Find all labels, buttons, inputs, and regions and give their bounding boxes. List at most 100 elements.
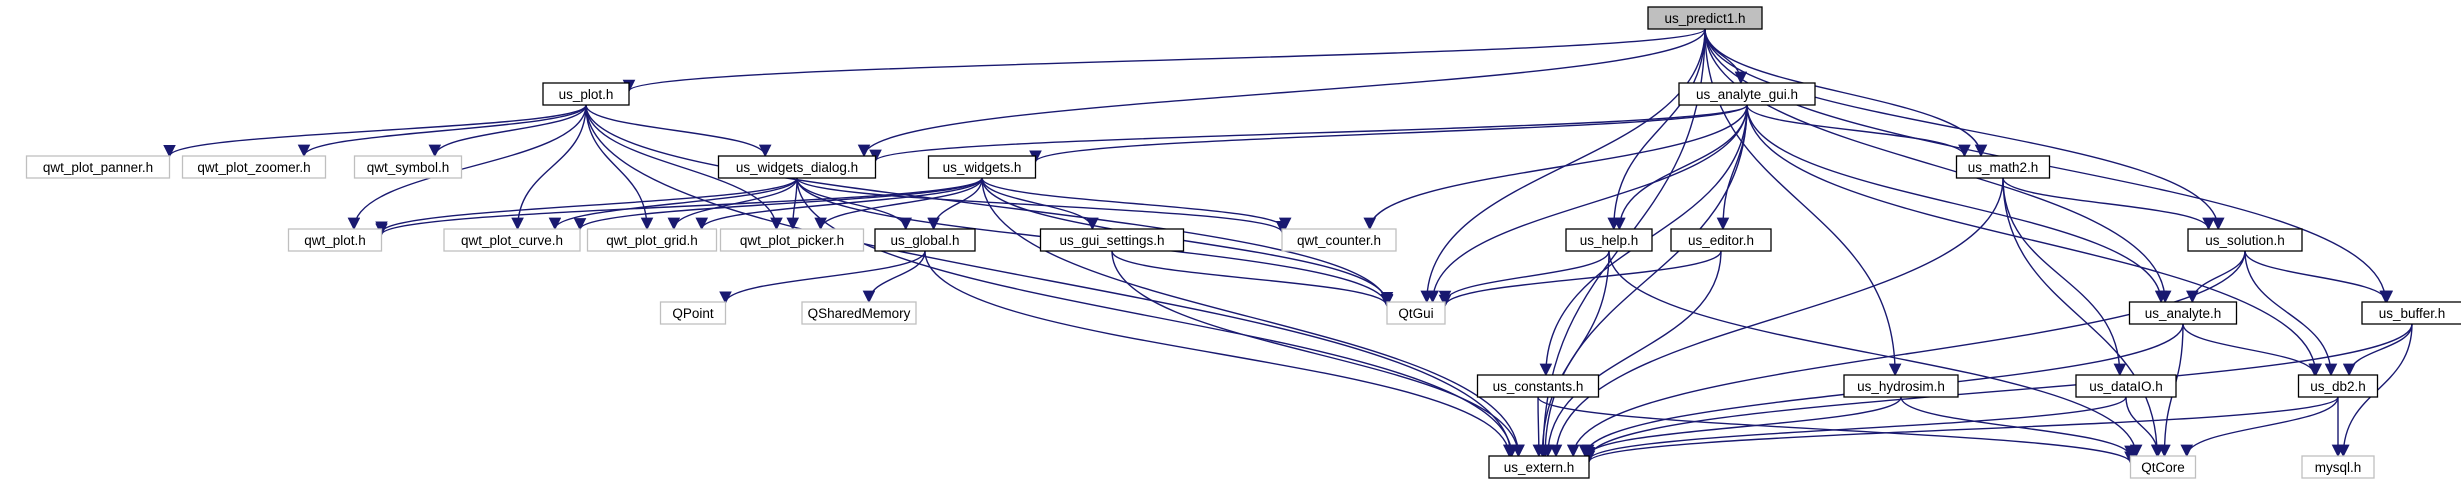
edge-us_buffer-to-us_db2 [2342, 323, 2413, 377]
node-box [2129, 455, 2197, 479]
node-label: us_widgets.h [943, 160, 1022, 175]
edge-us_widgets-to-qwt_plot_picker [814, 177, 983, 231]
node-label: qwt_plot_panner.h [43, 160, 153, 175]
node-label: us_widgets_dialog.h [736, 160, 858, 175]
edge-us_plot-to-QtGui [585, 104, 1394, 307]
edge-us_analyte_gui-to-us_extern [1538, 104, 1748, 458]
node-label: QtCore [2141, 460, 2185, 475]
node-QSharedMemory: QSharedMemory [801, 301, 917, 325]
node-box [542, 82, 630, 106]
edge-us_constants-to-us_extern [1532, 396, 1546, 458]
node-label: mysql.h [2315, 460, 2362, 475]
edge-us_predict1-to-us_widgets_dialog [857, 28, 1706, 158]
edge-us_widgets-to-qwt_plot [375, 177, 983, 237]
node-box [1386, 301, 1446, 325]
node-us-gui-settings[interactable]: us_gui_settings.h [1039, 228, 1185, 252]
node-us-db2[interactable]: us_db2.h [2297, 374, 2379, 398]
node-label: us_dataIO.h [2089, 379, 2163, 394]
node-label: us_predict1.h [1664, 11, 1745, 26]
edge-us_widgets-to-us_extern [981, 177, 1525, 458]
edge-us_widgets-to-us_global [927, 177, 983, 231]
edge-us_widgets-to-QtGui [981, 177, 1394, 305]
node-box [181, 155, 327, 179]
node-box [2301, 455, 2375, 479]
edge-us_editor-to-us_extern [1541, 250, 1722, 458]
edge-us_solution-to-us_buffer [2244, 250, 2394, 304]
node-us-constants[interactable]: us_constants.h [1476, 374, 1600, 398]
node-box [586, 228, 718, 252]
node-us-solution[interactable]: us_solution.h [2187, 228, 2303, 252]
edge-us_widgets-to-qwt_plot_grid [695, 177, 983, 231]
node-qwt-plot: qwt_plot.h [287, 228, 383, 252]
edge-us_analyte_gui-to-qwt_counter [1363, 104, 1748, 231]
edge-us_help-to-QtCore [1608, 250, 2143, 458]
edge-us_plot-to-qwt_plot [347, 104, 587, 231]
edge-us_analyte_gui-to-us_widgets_dialog [869, 104, 1748, 163]
node-layer: us_predict1.h us_plot.h us_analyte_gui.hus… [25, 6, 2461, 479]
node-qwt-plot-panner: qwt_plot_panner.h [25, 155, 171, 179]
edge-us_plot-to-us_widgets_dialog [585, 104, 772, 158]
edge-us_predict1-to-us_plot [623, 28, 1706, 93]
node-QtCore: QtCore [2129, 455, 2197, 479]
node-label: QSharedMemory [808, 306, 911, 321]
edge-us_db2-to-QtCore [2180, 396, 2339, 458]
node-label: us_help.h [1580, 233, 1639, 248]
edge-us_solution-to-us_analyte [2186, 250, 2246, 304]
node-label: us_db2.h [2310, 379, 2366, 394]
node-box [1678, 82, 1816, 106]
node-box [353, 155, 463, 179]
node-qwt-plot-zoomer: qwt_plot_zoomer.h [181, 155, 327, 179]
node-box [287, 228, 383, 252]
node-us-math2[interactable]: us_math2.h [1955, 155, 2051, 179]
edge-us_widgets_dialog-to-qwt_counter [796, 177, 1289, 234]
node-label: us_analyte.h [2145, 306, 2222, 321]
edge-us_widgets_dialog-to-qwt_plot_curve [548, 177, 798, 231]
node-us-hydrosim[interactable]: us_hydrosim.h [1843, 374, 1959, 398]
edge-us_hydrosim-to-us_extern [1581, 396, 1902, 458]
node-us-buffer[interactable]: us_buffer.h [2361, 301, 2461, 325]
node-us-analyte[interactable]: us_analyte.h [2128, 301, 2238, 325]
edge-us_analyte_gui-to-us_help [1613, 104, 1748, 231]
edge-us_predict1-to-us_math2 [1704, 28, 1988, 158]
node-qwt-counter: qwt_counter.h [1281, 228, 1397, 252]
node-QtGui: QtGui [1386, 301, 1446, 325]
node-us-extern[interactable]: us_extern.h [1488, 455, 1590, 479]
edge-us_analyte_gui-to-us_math2 [1746, 104, 1971, 158]
edge-us_db2-to-us_extern [1582, 396, 2339, 464]
edge-us_gui_settings-to-QtGui [1111, 250, 1394, 308]
node-qwt-plot-grid: qwt_plot_grid.h [586, 228, 718, 252]
node-us-widgets[interactable]: us_widgets.h [927, 155, 1037, 179]
edge-us_analyte_gui-to-us_widgets [1029, 104, 1748, 164]
node-label: qwt_plot_picker.h [740, 233, 844, 248]
node-us-help[interactable]: us_help.h [1565, 228, 1653, 252]
node-box [1955, 155, 2051, 179]
node-label: qwt_plot_curve.h [461, 233, 563, 248]
node-us-predict1[interactable]: us_predict1.h [1647, 6, 1763, 30]
node-qwt-plot-curve: qwt_plot_curve.h [443, 228, 581, 252]
node-box [1039, 228, 1185, 252]
node-qwt-plot-picker: qwt_plot_picker.h [719, 228, 865, 252]
node-us-plot[interactable]: us_plot.h [542, 82, 630, 106]
node-box [1565, 228, 1653, 252]
node-us-analyte-gui[interactable]: us_analyte_gui.h [1678, 82, 1816, 106]
node-label: us_constants.h [1493, 379, 1584, 394]
node-label: QPoint [672, 306, 714, 321]
node-us-dataIO[interactable]: us_dataIO.h [2075, 374, 2177, 398]
node-label: qwt_plot.h [304, 233, 366, 248]
node-label: us_editor.h [1688, 233, 1754, 248]
node-box [443, 228, 581, 252]
edge-us_plot-to-qwt_plot_zoomer [297, 104, 587, 158]
edge-us_plot-to-us_extern [585, 104, 1518, 458]
node-box [1843, 374, 1959, 398]
node-us-editor[interactable]: us_editor.h [1670, 228, 1772, 252]
node-box [659, 301, 727, 325]
node-us-global[interactable]: us_global.h [874, 228, 976, 252]
edge-us_plot-to-qwt_plot_curve [511, 104, 587, 231]
node-us-widgets-dialog[interactable]: us_widgets_dialog.h [717, 155, 877, 179]
edge-us_global-to-QPoint [719, 250, 926, 305]
edge-us_analyte-to-us_db2 [2182, 323, 2321, 377]
edge-us_math2-to-us_extern [1549, 177, 2004, 458]
edge-us_global-to-us_extern [924, 250, 1516, 458]
edge-us_dataIO-to-us_extern [1582, 396, 2127, 462]
edge-us_widgets_dialog-to-qwt_plot [375, 177, 798, 234]
